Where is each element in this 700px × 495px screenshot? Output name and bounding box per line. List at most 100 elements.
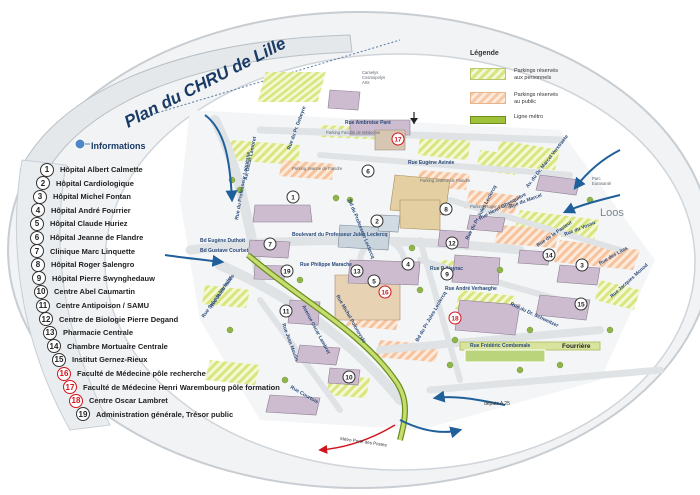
map-marker-circle (367, 274, 381, 288)
map-marker-number: 19 (283, 268, 291, 275)
map-marker-number: 3 (580, 262, 584, 269)
legend-label: Ligne métro (514, 114, 544, 120)
informations-label: Centre Abel Caumartin (54, 287, 135, 297)
map-marker-number: 8 (444, 206, 448, 213)
street-label: Bd Gustave Courbet (200, 248, 249, 254)
map-marker-circle (401, 257, 415, 271)
informations-label: Chambre Mortuaire Centrale (67, 341, 168, 351)
place-label-parking-jeanne-2: Parking Jeanne de Flandre (420, 178, 471, 183)
legend-label: Parkings réservés au public (514, 92, 559, 105)
camelys-line: Cosmopolys (362, 75, 385, 80)
map-marker[interactable]: 3 (575, 258, 589, 272)
map-marker-number: 2 (375, 218, 379, 225)
informations-item[interactable]: 16 Faculté de Médecine pôle recherche (57, 366, 206, 381)
street-label: Rue Ambroise Paré (345, 120, 391, 126)
map-marker[interactable]: 15 (574, 297, 588, 311)
map-marker[interactable]: 14 (542, 248, 556, 262)
map-marker-circle (391, 132, 405, 146)
map-marker-circle (378, 285, 392, 299)
street-label: Rue Philippe Marache (300, 262, 352, 268)
map-marker-circle (350, 264, 364, 278)
map-marker-number: 13 (353, 268, 361, 275)
legend-item-public: Parkings réservés au public (470, 92, 558, 106)
map-marker-number: 7 (268, 241, 272, 248)
info-dot (74, 138, 86, 150)
map-marker-circle (575, 258, 589, 272)
informations-label: Hôpital Roger Salengro (51, 260, 135, 270)
title-line (149, 39, 401, 116)
map-marker[interactable]: 12 (445, 236, 459, 250)
map-marker-circle (279, 304, 293, 318)
place-label-metro: Métro Porte des Postes (340, 436, 388, 448)
map-marker-circle (361, 164, 375, 178)
informations-label: Faculté de Médecine pôle recherche (77, 369, 206, 378)
public-parking-swatch (470, 92, 506, 104)
map-marker-circle (448, 311, 462, 325)
map-marker-circle (342, 370, 356, 384)
informations-label: Hôpital Pierre Swynghedauw (52, 273, 155, 283)
map-marker[interactable]: 2 (370, 214, 384, 228)
informations-number: 16 (57, 366, 71, 381)
street-label: Rue Frédéric Combemale (470, 343, 531, 349)
map-marker[interactable]: 19 (280, 264, 294, 278)
map-marker[interactable]: 4 (401, 257, 415, 271)
map-marker[interactable]: 17 (391, 132, 405, 146)
map-marker-number: 14 (545, 252, 553, 259)
informations-label: Centre Antipoison / SAMU (56, 301, 150, 310)
informations-label: Clinique Marc Linquette (50, 246, 136, 256)
map-marker[interactable]: 1 (286, 190, 300, 204)
informations-number: 12 (39, 312, 53, 327)
street-label: Boulevard du Professeur Jules Leclercq (292, 232, 388, 238)
informations-number: 1 (40, 162, 54, 177)
title-band (19, 34, 353, 181)
metro-direction-arrow (318, 424, 396, 454)
sports-field (464, 349, 546, 363)
street-label: Rue Eugène Avinée (408, 160, 455, 166)
map-marker[interactable]: 10 (342, 370, 356, 384)
informations-number: 10 (34, 284, 48, 299)
map-marker-circle (280, 264, 294, 278)
informations-item[interactable]: 9 Hôpital Pierre Swynghedauw (32, 271, 155, 286)
map-marker[interactable]: 5 (367, 274, 381, 288)
informations-label: Administration générale, Trésor public (96, 409, 234, 419)
map-marker[interactable]: 9 (440, 267, 454, 281)
informations-number: 9 (32, 271, 46, 286)
informations-item[interactable]: 10 Centre Abel Caumartin (34, 284, 135, 299)
street-label: Bd Eugène Duthoit (200, 238, 245, 244)
map-marker[interactable]: 6 (361, 164, 375, 178)
map-marker-number: 9 (445, 271, 449, 278)
map-marker-number: 10 (345, 374, 353, 381)
map-marker-circle (542, 248, 556, 262)
map-marker[interactable]: 16 (378, 285, 392, 299)
map-marker[interactable]: 11 (279, 304, 293, 318)
informations-number: 14 (47, 339, 61, 354)
informations-item[interactable]: 14 Chambre Mortuaire Centrale (47, 339, 168, 354)
map-marker[interactable]: 13 (350, 264, 364, 278)
map-marker[interactable]: 7 (263, 237, 277, 251)
informations-label: Pharmacie Centrale (63, 328, 134, 338)
map-marker-number: 17 (394, 136, 402, 143)
map-marker[interactable]: 18 (448, 311, 462, 325)
map-marker[interactable]: 8 (439, 202, 453, 216)
place-label-depuis-a25: depuis A 25 (484, 401, 510, 407)
informations-number: 3 (33, 189, 47, 204)
legend-label: Parkings réservés aux personnels (514, 68, 559, 81)
camelys-line: Camelys (362, 70, 378, 75)
